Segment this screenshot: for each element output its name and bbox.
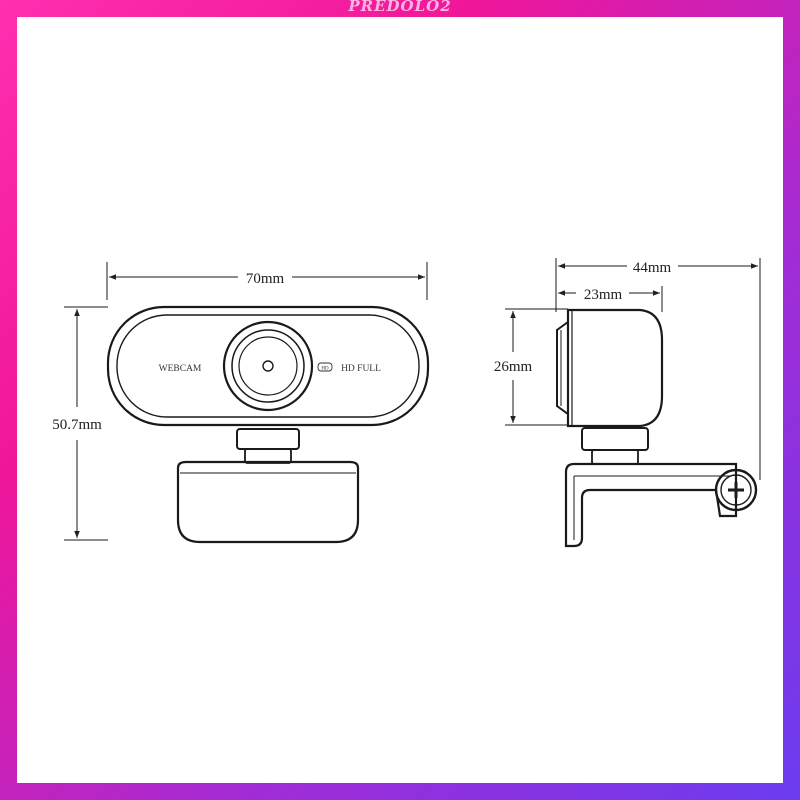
neck-upper <box>236 428 300 450</box>
height-label: 50.7mm <box>52 417 102 433</box>
hd-glyph: HD <box>321 367 329 372</box>
side-neck-upper <box>581 427 649 451</box>
diagram-canvas <box>17 17 783 783</box>
side-body-outline <box>566 308 664 428</box>
base-outline <box>176 460 360 544</box>
lens-middle-ring <box>231 329 305 403</box>
hd-icon: HD <box>317 362 333 372</box>
lens-inner-ring <box>238 336 298 396</box>
side-lens-protrusion <box>556 320 569 416</box>
hd-full-label: HD FULL <box>341 364 381 374</box>
camera-body-outline <box>106 305 430 427</box>
side-view <box>505 258 761 548</box>
lens-center <box>262 360 274 372</box>
body-height-label: 26mm <box>494 359 533 375</box>
front-view <box>64 262 430 544</box>
side-clip-outline <box>564 462 738 548</box>
webcam-brand-label: WEBCAM <box>159 364 202 374</box>
total-depth-label: 44mm <box>633 260 672 276</box>
plus-screw-icon <box>728 482 744 498</box>
watermark: PREDOLO2 <box>348 0 452 15</box>
side-hinge-knob-outer <box>714 468 758 512</box>
lens-outer-ring <box>222 320 314 412</box>
body-depth-label: 23mm <box>584 287 623 303</box>
camera-body-bezel <box>116 314 420 418</box>
width-label: 70mm <box>246 271 285 287</box>
side-neck-lower <box>591 449 639 465</box>
side-hinge-knob-inner <box>720 474 752 506</box>
